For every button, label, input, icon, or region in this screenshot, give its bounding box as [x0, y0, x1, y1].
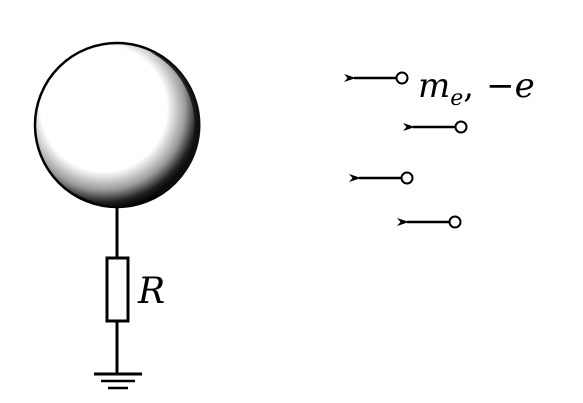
electron-dot: [395, 71, 409, 85]
electron-dot: [454, 120, 468, 134]
ground-symbol: [94, 372, 142, 390]
resistor-label: R: [137, 271, 165, 312]
electron-mass-subscript: e: [450, 86, 463, 111]
electron-3: [349, 171, 414, 185]
electron-charge-symbol: −e: [486, 66, 535, 106]
electron-2: [403, 120, 468, 134]
electron-label: me, −e: [418, 66, 535, 111]
electron-label-separator: ,: [463, 66, 474, 106]
electron-1: [344, 71, 409, 85]
electron-dot: [400, 171, 414, 185]
resistor: [105, 256, 130, 323]
electron-mass-symbol: m: [418, 66, 450, 106]
conducting-sphere: [33, 41, 201, 209]
electron-dot: [448, 215, 462, 229]
electron-4: [397, 215, 462, 229]
